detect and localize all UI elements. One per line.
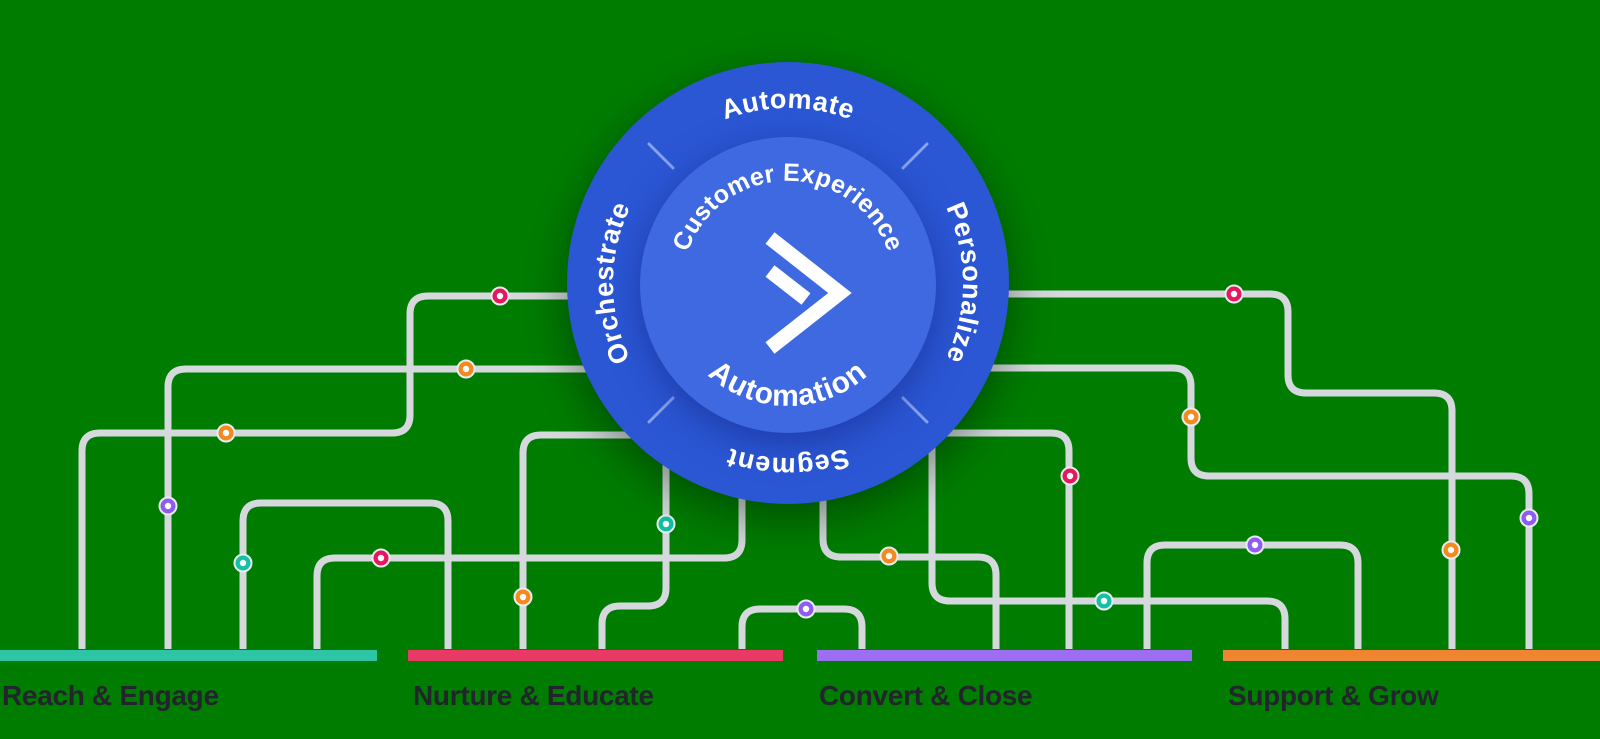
node-dot-orange xyxy=(456,359,476,379)
category-label-nurture-educate: Nurture & Educate xyxy=(413,680,654,711)
node-dot-teal xyxy=(1094,591,1114,611)
category-label-reach-engage: Reach & Engage xyxy=(2,680,219,711)
cxa-badge: Automate Personalize Segment Orchestrate… xyxy=(567,62,1009,504)
ring-divider-tick xyxy=(901,142,929,170)
wire-circle-right-to-purple xyxy=(870,429,1073,649)
node-dot-pink xyxy=(371,548,391,568)
node-dot-pink xyxy=(490,286,510,306)
wire-teal-to-circle-bottom xyxy=(313,430,746,649)
wire-left-mid-to-teal xyxy=(164,365,700,649)
category-bar-1 xyxy=(408,650,783,661)
node-dot-pink xyxy=(1224,284,1244,304)
node-dot-orange xyxy=(879,546,899,566)
category-bar-3 xyxy=(1223,650,1600,661)
wire-circle-bottom-to-orange xyxy=(928,430,1289,649)
activecampaign-chevron-icon xyxy=(765,232,852,354)
ring-divider-tick xyxy=(647,396,675,424)
category-label-convert-close: Convert & Close xyxy=(819,680,1032,711)
category-bar-2 xyxy=(817,650,1192,661)
node-dot-purple xyxy=(158,496,178,516)
node-dot-pink xyxy=(1060,466,1080,486)
node-dot-orange xyxy=(513,587,533,607)
wire-right-upper-to-orange xyxy=(880,290,1456,649)
node-dot-teal xyxy=(656,514,676,534)
wire-right-mid-to-orange xyxy=(875,364,1533,649)
node-dot-orange xyxy=(216,423,236,443)
category-bars xyxy=(0,650,1600,661)
node-dot-purple xyxy=(1245,535,1265,555)
node-dot-purple xyxy=(796,599,816,619)
wire-circle-bottom-to-pink xyxy=(598,430,670,649)
wire-left-upper-to-teal xyxy=(78,292,700,649)
category-label-support-grow: Support & Grow xyxy=(1228,680,1439,711)
wire-nodes xyxy=(158,284,1539,619)
ring-divider-tick xyxy=(647,142,675,170)
node-dot-orange xyxy=(1441,540,1461,560)
category-bar-0 xyxy=(0,650,377,661)
node-dot-teal xyxy=(233,553,253,573)
node-dot-orange xyxy=(1181,407,1201,427)
node-dot-purple xyxy=(1519,508,1539,528)
wire-teal-pink-bridge xyxy=(239,499,452,649)
wire-purple-orange-bridge xyxy=(1143,541,1362,649)
wire-circle-left-to-pink xyxy=(519,431,700,649)
wire-circle-bottom-to-purple xyxy=(819,430,1000,649)
ring-divider-tick xyxy=(901,396,929,424)
